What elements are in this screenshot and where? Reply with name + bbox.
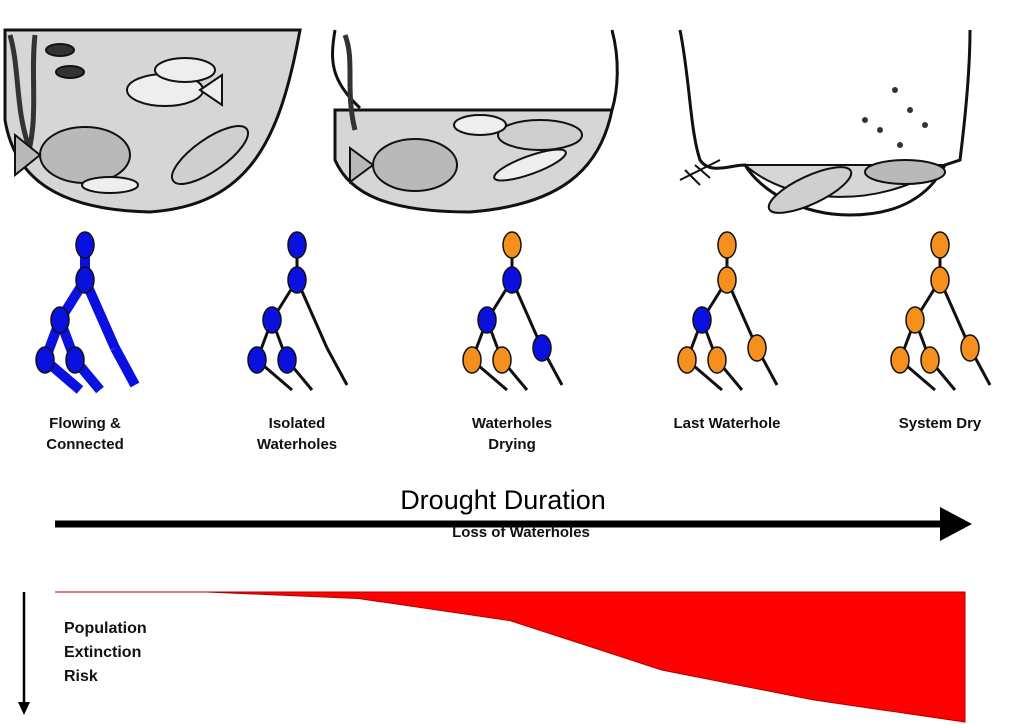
- waterhole-wet: [50, 306, 70, 334]
- waterhole-wet: [277, 346, 297, 374]
- down-arrow-icon: [18, 592, 30, 715]
- waterhole-wet: [692, 306, 712, 334]
- scene-shrinking-pool: [331, 29, 619, 214]
- stage-label: System Dry: [898, 415, 982, 432]
- drought-duration-arrow: [55, 507, 972, 541]
- waterhole-dry: [492, 346, 512, 374]
- waterhole-wet: [287, 231, 307, 259]
- waterhole-wet: [262, 306, 282, 334]
- waterhole-dry: [920, 346, 940, 374]
- waterhole-wet: [75, 231, 95, 259]
- stage-network: [462, 231, 564, 392]
- waterhole-wet: [532, 334, 552, 362]
- waterhole-dry: [707, 346, 727, 374]
- stage-label: Flowing & Connected: [46, 415, 124, 453]
- waterhole-dry: [462, 346, 482, 374]
- waterhole-dry: [930, 266, 950, 294]
- stream-segment: [110, 345, 140, 388]
- waterhole-wet: [35, 346, 55, 374]
- waterhole-wet: [477, 306, 497, 334]
- extinction-risk-label: Population Extinction Risk: [64, 617, 147, 689]
- waterhole-dry: [677, 346, 697, 374]
- fish-icon: [679, 159, 946, 214]
- waterhole-dry: [502, 231, 522, 259]
- waterhole-dry: [960, 334, 980, 362]
- scene-dry-pool: [678, 29, 972, 217]
- waterhole-dry: [747, 334, 767, 362]
- stage-network: [677, 231, 779, 392]
- stage-network: [35, 231, 140, 394]
- waterhole-dry: [717, 266, 737, 294]
- stage-label: Last Waterhole: [673, 415, 781, 432]
- stage-network: [247, 231, 349, 392]
- waterhole-wet: [287, 266, 307, 294]
- fly-icon: [862, 87, 928, 148]
- waterhole-dry: [930, 231, 950, 259]
- drought-duration-title: Drought Duration: [400, 485, 606, 515]
- risk-label-line: Population: [64, 620, 147, 637]
- loss-of-waterholes-label: Loss of Waterholes: [452, 524, 590, 541]
- fish-icon: [14, 43, 249, 194]
- risk-label-line: Extinction: [64, 644, 142, 661]
- waterhole-dry: [717, 231, 737, 259]
- waterhole-wet: [247, 346, 267, 374]
- scene-full-pool: [3, 28, 302, 214]
- extinction-risk-area: [55, 591, 966, 723]
- waterhole-dry: [890, 346, 910, 374]
- waterhole-wet: [75, 266, 95, 294]
- fish-icon: [349, 114, 583, 192]
- waterhole-wet: [502, 266, 522, 294]
- stream-segment: [325, 347, 349, 386]
- stage-label: Waterholes Drying: [471, 415, 553, 453]
- waterhole-dry: [905, 306, 925, 334]
- risk-label-line: Risk: [64, 668, 98, 685]
- stage-label: Isolated Waterholes: [256, 415, 338, 453]
- stage-network: [890, 231, 992, 392]
- waterhole-networks: [35, 231, 992, 394]
- waterhole-wet: [65, 346, 85, 374]
